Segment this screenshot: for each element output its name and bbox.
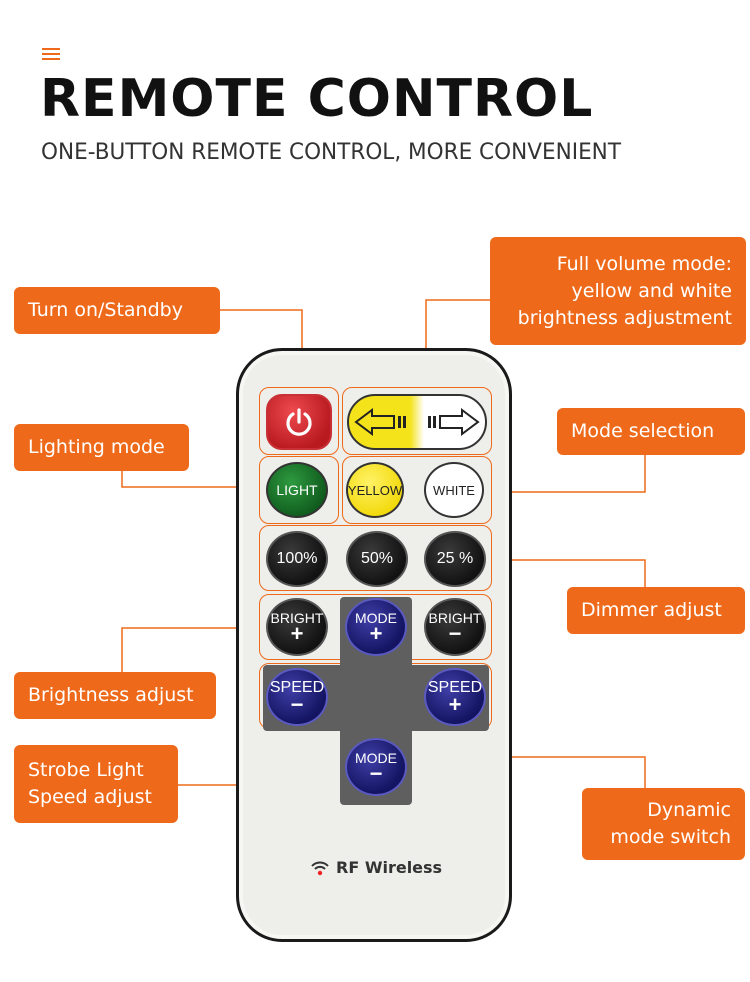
callout-full-volume-line3: brightness adjustment (517, 306, 732, 329)
rf-wireless-label: RF Wireless (336, 858, 443, 877)
white-button[interactable]: WHITE (424, 462, 484, 518)
callout-mode-selection: Mode selection (557, 408, 745, 455)
dimmer-25-button[interactable]: 25 % (424, 531, 486, 587)
mode-plus-label: MODE (355, 610, 397, 626)
minus-icon: − (369, 761, 383, 786)
callout-dimmer-text: Dimmer adjust (581, 599, 722, 621)
callout-full-volume: Full volume mode: yellow and white brigh… (490, 237, 746, 345)
speed-plus-label: SPEED (427, 679, 483, 696)
callout-brightness-text: Brightness adjust (28, 684, 194, 706)
callout-lighting-mode-text: Lighting mode (28, 436, 165, 458)
yellow-label: YELLOW (347, 482, 403, 498)
plus-icon: + (290, 621, 304, 646)
bright-minus-button[interactable]: BRIGHT − (424, 598, 486, 656)
mode-arrows-button[interactable] (347, 394, 487, 450)
menu-icon (42, 48, 62, 62)
mode-minus-label: MODE (355, 750, 397, 766)
group-power (259, 387, 339, 455)
minus-icon: − (448, 621, 462, 646)
callout-dynamic-line1: Dynamic (647, 799, 731, 821)
rf-wireless-brand: RF Wireless (310, 858, 442, 877)
page-subtitle: ONE-BUTTON REMOTE CONTROL, MORE CONVENIE… (41, 140, 621, 165)
group-light (259, 456, 339, 524)
dimmer-25-label: 25 % (436, 550, 474, 567)
group-dimmer (259, 525, 492, 591)
bright-plus-button[interactable]: BRIGHT + (266, 598, 328, 656)
power-button[interactable] (266, 394, 332, 450)
power-icon (286, 408, 312, 436)
left-arrow-icon (354, 408, 406, 436)
plus-icon: + (369, 621, 383, 646)
group-color (342, 456, 492, 524)
speed-plus-button[interactable]: SPEED + (424, 668, 486, 726)
bright-minus-label: BRIGHT (428, 610, 482, 626)
mode-minus-button[interactable]: MODE − (345, 738, 407, 796)
speed-minus-label: SPEED (269, 679, 325, 696)
callout-full-volume-line1: Full volume mode: (556, 252, 732, 275)
plus-icon: + (448, 692, 462, 717)
callout-turn-on: Turn on/Standby (14, 287, 220, 334)
callout-dynamic-line2: mode switch (610, 826, 731, 848)
callout-full-volume-line2: yellow and white (571, 279, 732, 302)
light-button[interactable]: LIGHT (266, 462, 328, 518)
white-label: WHITE (433, 482, 475, 498)
dimmer-100-label: 100% (276, 550, 318, 567)
page-title: REMOTE CONTROL (40, 69, 594, 129)
bright-plus-label: BRIGHT (270, 610, 324, 626)
callout-strobe-line2: Speed adjust (28, 786, 152, 808)
mode-plus-button[interactable]: MODE + (345, 598, 407, 656)
wireless-icon (311, 861, 329, 875)
callout-dynamic: Dynamic mode switch (582, 788, 745, 860)
light-label: LIGHT (276, 482, 318, 498)
callout-lighting-mode: Lighting mode (14, 424, 189, 471)
right-arrow-icon (428, 408, 480, 436)
callout-brightness: Brightness adjust (14, 672, 216, 719)
callout-dimmer: Dimmer adjust (567, 587, 745, 634)
dimmer-50-label: 50% (360, 550, 394, 567)
callout-strobe-line1: Strobe Light (28, 759, 144, 781)
group-arrows (342, 387, 492, 455)
minus-icon: − (290, 692, 304, 717)
yellow-button[interactable]: YELLOW (346, 462, 404, 518)
callout-mode-selection-text: Mode selection (571, 420, 715, 442)
speed-minus-button[interactable]: SPEED − (266, 668, 328, 726)
callout-turn-on-text: Turn on/Standby (28, 299, 183, 321)
callout-strobe: Strobe Light Speed adjust (14, 745, 178, 823)
dimmer-50-button[interactable]: 50% (346, 531, 408, 587)
dimmer-100-button[interactable]: 100% (266, 531, 328, 587)
